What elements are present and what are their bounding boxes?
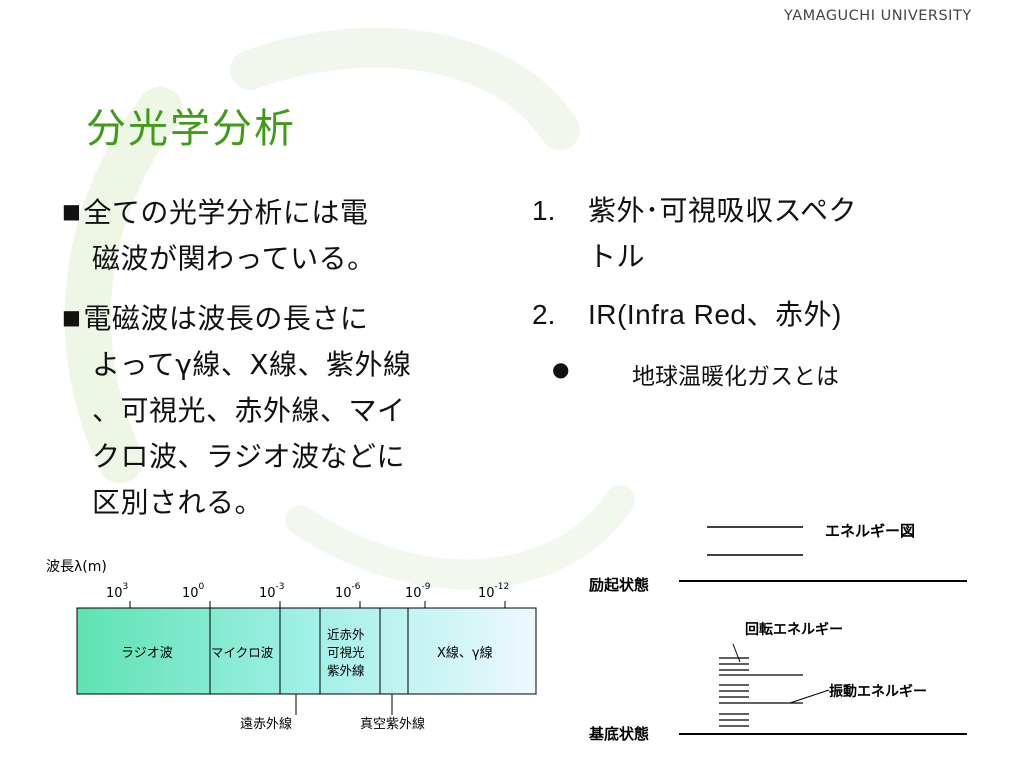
bullet-2-line-2: よってγ線、X線、紫外線	[92, 348, 412, 381]
far-infrared-label: 遠赤外線	[240, 716, 292, 732]
energy-level-diagram: エネルギー図 励起状態 回転エネルギー 振動エネルギー 基底状態	[588, 522, 967, 743]
university-brand: YAMAGUCHI UNIVERSITY	[784, 8, 972, 24]
left-bullet-2: ■電磁波は波長の長さに よってγ線、X線、紫外線 、可視光、赤外線、マイ クロ波…	[62, 294, 502, 526]
band-near-infrared: 近赤外	[327, 627, 365, 642]
tick-label: 100	[182, 582, 205, 601]
energy-diagram-title: エネルギー図	[825, 522, 915, 540]
bullet-2-line-1: 電磁波は波長の長さに	[83, 302, 369, 335]
wavelength-axis-label: 波長λ(m)	[46, 559, 107, 575]
band-radio: ラジオ波	[121, 646, 173, 661]
spectrum-band-strip	[76, 607, 537, 695]
band-ultraviolet: 紫外線	[327, 663, 365, 678]
rotational-pointer	[732, 643, 741, 663]
vibrational-energy-label: 振動エネルギー	[829, 683, 927, 700]
rotational-energy-label: 回転エネルギー	[745, 621, 843, 638]
tick-label: 10-3	[259, 582, 285, 601]
tick-marks	[129, 601, 506, 608]
band-visible: 可視光	[327, 645, 365, 660]
item-1-line-1: 紫外･可視吸収スペク	[588, 194, 858, 227]
tick-label: 10-6	[335, 582, 361, 601]
item-2-number: 2.	[532, 299, 556, 330]
rotational-levels-lower	[719, 713, 749, 727]
band-microwave: マイクロ波	[211, 645, 274, 660]
tick-label: 103	[106, 582, 128, 601]
spectrum-diagram: 波長λ(m) 103 100 10-3 10-6 10-9 10-12 ラジオ波…	[46, 559, 537, 732]
item-2-line-1: IR(Infra Red、赤外)	[588, 299, 842, 330]
bullet-1-line-2: 磁波が関わっている。	[92, 242, 376, 275]
bullet-2-line-3: 、可視光、赤外線、マイ	[92, 394, 406, 427]
ground-state-label: 基底状態	[588, 725, 649, 743]
bullet-2-line-5: 区別される。	[92, 486, 264, 519]
vibrational-pointer	[789, 689, 830, 704]
page-title: 分光学分析	[86, 106, 296, 152]
band-xray-gamma: X線、γ線	[437, 645, 493, 661]
tick-label: 10-12	[478, 582, 509, 601]
tick-label: 10-9	[405, 582, 431, 601]
excited-state-label: 励起状態	[589, 576, 649, 594]
vacuum-uv-label: 真空紫外線	[360, 716, 425, 732]
subitem-text: 地球温暖化ガスとは	[632, 364, 839, 390]
item-1-line-2: トル	[588, 240, 646, 273]
band-dividers	[209, 608, 409, 694]
left-bullet-1: ■全ての光学分析には電 磁波が関わっている。	[62, 188, 502, 282]
bullet-2-line-4: クロ波、ラジオ波などに	[92, 440, 405, 473]
square-bullet-icon: ■	[62, 305, 82, 329]
rotational-levels-middle	[719, 684, 749, 698]
excited-sublevels	[707, 526, 803, 556]
bullet-1-line-1: 全ての光学分析には電	[83, 196, 369, 229]
circle-bullet-icon: ●	[552, 357, 570, 381]
square-bullet-icon: ■	[62, 199, 82, 223]
item-1-number: 1.	[532, 195, 556, 226]
rotational-levels-upper	[719, 657, 749, 671]
